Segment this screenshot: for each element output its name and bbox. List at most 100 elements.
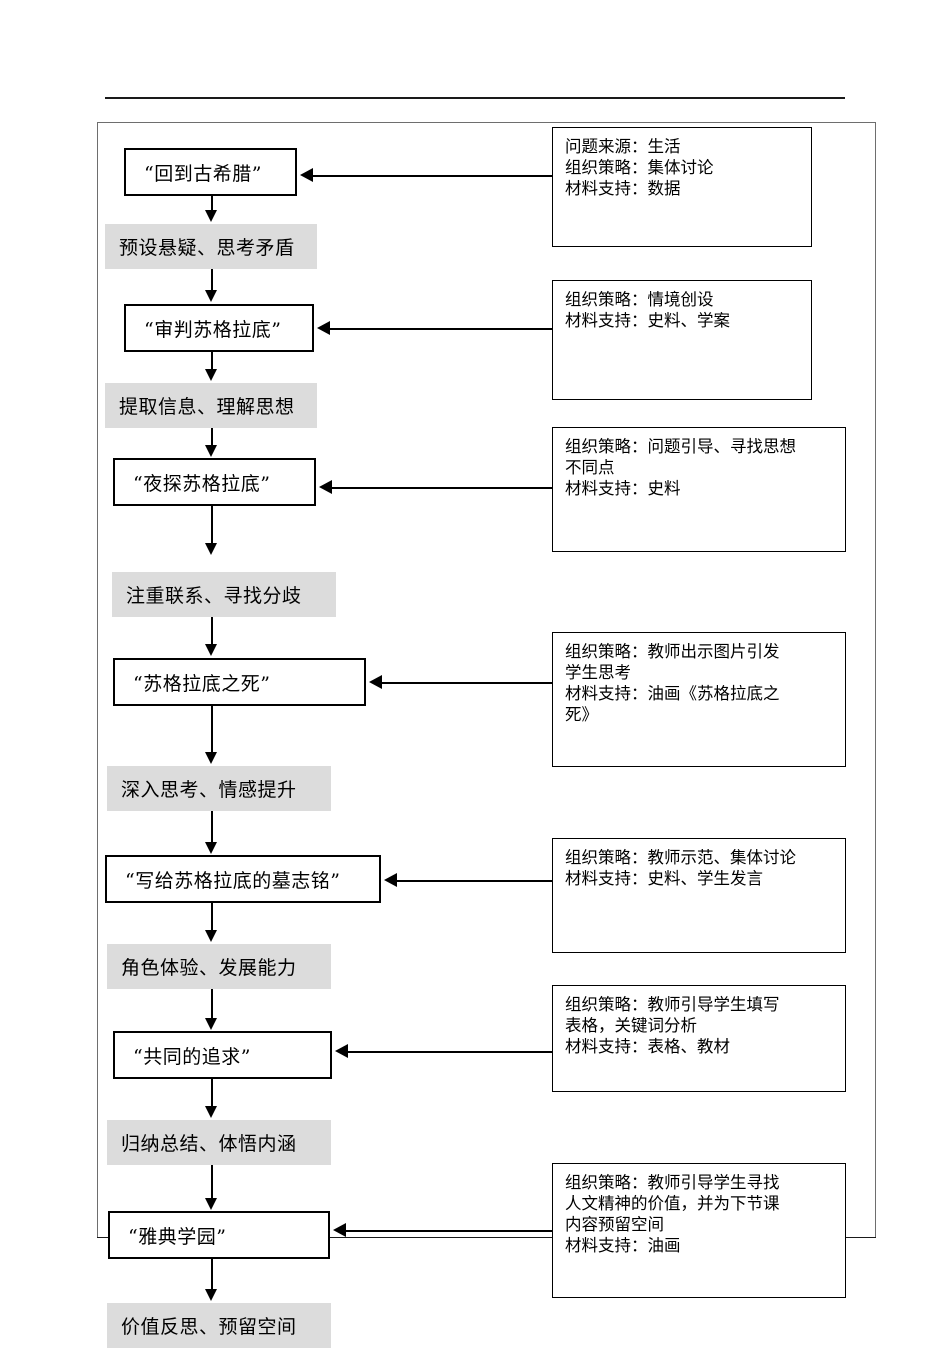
connector-node7-to-gray7 xyxy=(211,1259,213,1290)
annotation-box-1: 问题来源：生活 组织策略：集体讨论 材料支持：数据 xyxy=(552,127,812,247)
annotation-line: 死》 xyxy=(565,705,598,725)
annotation-box-3: 组织策略：问题引导、寻找思想 不同点 材料支持：史料 xyxy=(552,427,846,552)
arrowhead-left xyxy=(333,1223,346,1237)
annotation-line: 人文精神的价值，并为下节课 xyxy=(565,1194,780,1214)
arrowhead-down xyxy=(205,445,217,457)
annotation-line: 组织策略：教师示范、集体讨论 xyxy=(565,848,796,867)
arrowhead-down xyxy=(205,1289,217,1301)
connector-annotation5-to-node5 xyxy=(397,880,552,882)
flow-node-label: “回到古希腊” xyxy=(144,162,262,185)
gray-note-label: 注重联系、寻找分歧 xyxy=(126,585,302,607)
gray-note-label: 预设悬疑、思考矛盾 xyxy=(119,237,295,259)
gray-note-preset-suspense: 预设悬疑、思考矛盾 xyxy=(105,224,317,269)
annotation-line: 不同点 xyxy=(565,458,615,478)
annotation-box-7: 组织策略：教师引导学生寻找 人文精神的价值，并为下节课 内容预留空间 材料支持：… xyxy=(552,1163,846,1298)
annotation-line: 组织策略：教师引导学生寻找 xyxy=(565,1173,780,1192)
flow-node-epitaph-for-socrates[interactable]: “写给苏格拉底的墓志铭” xyxy=(105,855,381,903)
annotation-line: 组织策略：教师引导学生填写 xyxy=(565,995,780,1014)
connector-annotation4-to-node4 xyxy=(382,682,552,684)
flow-node-label: “苏格拉底之死” xyxy=(133,672,271,695)
gray-note-label: 归纳总结、体悟内涵 xyxy=(121,1133,297,1155)
flow-node-label: “写给苏格拉底的墓志铭” xyxy=(125,869,341,892)
connector-gray6-to-node7 xyxy=(211,1165,213,1199)
annotation-line: 组织策略：情境创设 xyxy=(565,290,714,309)
outer-frame-right-edge xyxy=(875,122,876,1238)
arrowhead-down xyxy=(205,1198,217,1210)
annotation-line: 材料支持：史料、学生发言 xyxy=(565,869,763,889)
annotation-line: 问题来源：生活 xyxy=(565,137,681,156)
connector-node4-to-gray4 xyxy=(211,706,213,753)
gray-note-label: 价值反思、预留空间 xyxy=(121,1316,297,1338)
annotation-line: 材料支持：表格、教材 xyxy=(565,1037,730,1057)
arrowhead-left xyxy=(319,480,332,494)
arrowhead-down xyxy=(205,210,217,222)
gray-note-value-reflection: 价值反思、预留空间 xyxy=(107,1303,331,1348)
connector-annotation2-to-node2 xyxy=(330,328,552,330)
annotation-box-5: 组织策略：教师示范、集体讨论 材料支持：史料、学生发言 xyxy=(552,838,846,953)
annotation-line: 材料支持：数据 xyxy=(565,179,681,199)
arrowhead-down xyxy=(205,1018,217,1030)
arrowhead-left xyxy=(300,168,313,182)
flow-node-night-visit-socrates[interactable]: “夜探苏格拉底” xyxy=(113,458,316,506)
connector-gray3-to-node4 xyxy=(211,617,213,645)
arrowhead-left xyxy=(335,1044,348,1058)
connector-annotation1-to-node1 xyxy=(313,175,552,177)
annotation-box-6: 组织策略：教师引导学生填写 表格，关键词分析 材料支持：表格、教材 xyxy=(552,985,846,1092)
connector-annotation6-to-node6 xyxy=(348,1051,552,1053)
connector-gray2-to-node3 xyxy=(211,428,213,446)
annotation-line: 材料支持：油画 xyxy=(565,1236,681,1256)
outer-frame-left-edge xyxy=(97,122,98,1238)
flow-node-back-to-ancient-greece[interactable]: “回到古希腊” xyxy=(124,148,297,196)
gray-note-label: 深入思考、情感提升 xyxy=(121,779,297,801)
connector-node2-to-gray2 xyxy=(211,352,213,370)
connector-node3-to-gray3 xyxy=(211,506,213,544)
outer-frame-bottom-left-edge xyxy=(97,1237,113,1238)
arrowhead-down xyxy=(205,543,217,555)
flow-node-academy-of-athens[interactable]: “雅典学园” xyxy=(108,1211,330,1259)
arrowhead-down xyxy=(205,1106,217,1118)
connector-gray4-to-node5 xyxy=(211,811,213,843)
connector-annotation7-to-node7 xyxy=(346,1230,552,1232)
annotation-box-2: 组织策略：情境创设 材料支持：史料、学案 xyxy=(552,280,812,400)
annotation-line: 材料支持：史料、学案 xyxy=(565,311,730,331)
annotation-box-4: 组织策略：教师出示图片引发 学生思考 材料支持：油画《苏格拉底之 死》 xyxy=(552,632,846,767)
top-horizontal-rule xyxy=(105,97,845,99)
annotation-line: 组织策略：集体讨论 xyxy=(565,158,714,178)
annotation-line: 内容预留空间 xyxy=(565,1215,664,1235)
gray-note-deep-thinking: 深入思考、情感提升 xyxy=(107,766,331,811)
annotation-line: 材料支持：史料 xyxy=(565,479,681,499)
flow-node-label: “夜探苏格拉底” xyxy=(133,472,271,495)
arrowhead-down xyxy=(205,842,217,854)
arrowhead-down xyxy=(205,930,217,942)
gray-note-label: 提取信息、理解思想 xyxy=(119,396,295,418)
gray-note-summarize-conclusion: 归纳总结、体悟内涵 xyxy=(107,1120,331,1165)
connector-node5-to-gray5 xyxy=(211,903,213,931)
annotation-line: 组织策略：问题引导、寻找思想 xyxy=(565,437,796,456)
gray-note-extract-information: 提取信息、理解思想 xyxy=(105,383,317,428)
arrowhead-down xyxy=(205,369,217,381)
arrowhead-down xyxy=(205,752,217,764)
flow-node-label: “雅典学园” xyxy=(128,1225,227,1248)
arrowhead-left xyxy=(369,675,382,689)
outer-frame-top-edge xyxy=(97,122,876,123)
arrowhead-left xyxy=(317,321,330,335)
arrowhead-down xyxy=(205,290,217,302)
connector-node6-to-gray6 xyxy=(211,1079,213,1107)
flow-node-label: “共同的追求” xyxy=(133,1045,251,1068)
arrowhead-down xyxy=(205,644,217,656)
connector-gray5-to-node6 xyxy=(211,989,213,1019)
annotation-line: 材料支持：油画《苏格拉底之 xyxy=(565,684,780,704)
gray-note-label: 角色体验、发展能力 xyxy=(121,957,297,979)
connector-node1-to-gray1 xyxy=(211,196,213,212)
connector-gray1-to-node2 xyxy=(211,269,213,291)
annotation-line: 组织策略：教师出示图片引发 xyxy=(565,642,780,661)
connector-annotation3-to-node3 xyxy=(332,487,552,489)
annotation-line: 学生思考 xyxy=(565,663,631,683)
flow-node-trial-of-socrates[interactable]: “审判苏格拉底” xyxy=(124,304,314,352)
flow-node-common-pursuit[interactable]: “共同的追求” xyxy=(113,1031,332,1079)
gray-note-role-experience: 角色体验、发展能力 xyxy=(107,944,331,989)
gray-note-focus-connections: 注重联系、寻找分歧 xyxy=(112,572,336,617)
flow-node-label: “审判苏格拉底” xyxy=(144,318,282,341)
arrowhead-left xyxy=(384,873,397,887)
flow-node-death-of-socrates[interactable]: “苏格拉底之死” xyxy=(113,658,366,706)
